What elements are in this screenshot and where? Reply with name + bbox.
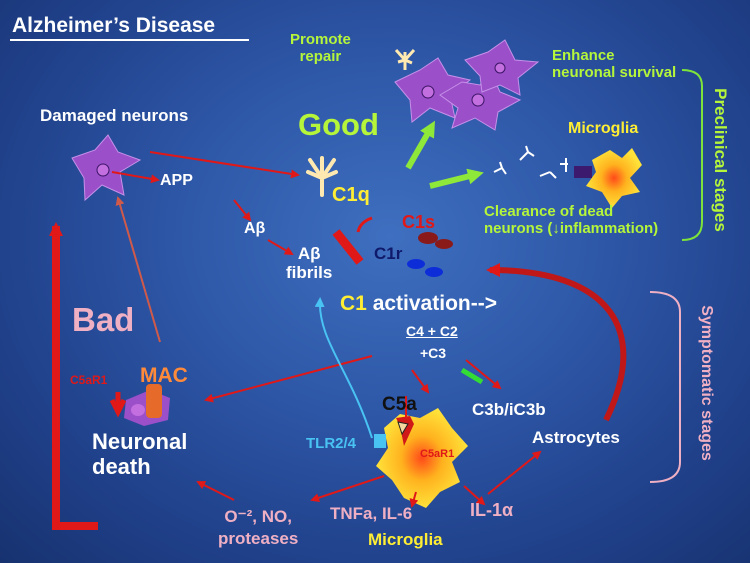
arrow-astrocytes-c1 <box>486 263 627 422</box>
label-promote-repair: Promote repair <box>290 31 351 65</box>
diagram-title: Alzheimer’s Disease <box>12 14 216 37</box>
symptomatic-bracket <box>649 291 681 483</box>
arrow-microglia-tnfa <box>409 491 419 508</box>
label-damaged-neurons: Damaged neurons <box>40 106 189 125</box>
label-c3: +C3 <box>420 345 447 361</box>
label-c3b: C3b/iC3b <box>472 400 546 419</box>
label-c1s: C1s <box>402 212 436 232</box>
c1s-blob-2 <box>435 239 453 249</box>
arrow-c4c2-c3 <box>411 369 430 394</box>
arrow-microglia-o2 <box>310 475 385 503</box>
label-clearance: Clearance of dead neurons (↓inflammation… <box>484 203 659 237</box>
label-mac: MAC <box>140 364 188 387</box>
label-c1r: C1r <box>374 244 403 263</box>
c3-inhibit-bar <box>460 367 484 385</box>
arrow-app-abeta <box>233 199 252 222</box>
arrow-c3-c3b <box>465 359 502 390</box>
label-c1-activation: C1 activation--> <box>340 292 497 316</box>
arrow-good-repair <box>405 120 435 170</box>
label-neuronal-death: Neuronal death <box>92 429 188 479</box>
label-tlr24: TLR2/4 <box>306 435 357 452</box>
c1r-blob-2 <box>425 267 443 277</box>
preclinical-bracket <box>681 69 703 241</box>
label-bad: Bad <box>72 301 135 338</box>
arrow-bad-cycle <box>49 222 98 530</box>
arrow-microglia-il1 <box>463 485 486 506</box>
microglia-top-icon <box>574 148 642 208</box>
label-microglia-bottom: Microglia <box>368 530 443 549</box>
label-il1a: IL-1α <box>470 500 514 520</box>
label-app: APP <box>160 172 193 189</box>
damaged-neuron-icon <box>71 134 142 202</box>
label-c4c2: C4 + C2 <box>406 323 458 339</box>
label-c1: C1 <box>340 292 367 315</box>
mac-pore-icon <box>109 384 170 426</box>
label-c1q: C1q <box>332 184 370 206</box>
arrow-abeta-fibrils <box>267 239 294 256</box>
c1q-icon <box>306 156 338 197</box>
arrow-tlr-fibrils <box>314 297 373 439</box>
label-o2-no-proteases: O⁻², NO, proteases <box>218 507 299 549</box>
label-astrocytes: Astrocytes <box>532 428 620 447</box>
label-abeta-fibrils: Aβ fibrils <box>286 244 333 283</box>
arrow-good-clearance <box>429 168 484 189</box>
label-activation: activation--> <box>366 292 497 315</box>
arrow-il1-astrocytes <box>487 450 542 495</box>
neuron-cluster-icon <box>394 39 540 131</box>
label-microglia-top: Microglia <box>568 120 639 137</box>
label-c5ar1-microglia: C5aR1 <box>420 448 455 460</box>
arrow-neuron-c1q <box>149 151 300 179</box>
c1r-blob <box>407 259 425 269</box>
arrow-c1-mac <box>204 355 373 403</box>
label-symptomatic-stages: Symptomatic stages <box>698 305 715 461</box>
c1q-fragments-icon <box>493 145 568 179</box>
label-c5a: C5a <box>382 394 417 415</box>
label-c5ar1-left: C5aR1 <box>70 373 108 387</box>
label-preclinical-stages: Preclinical stages <box>711 88 730 232</box>
c1-activation-curve <box>356 216 373 233</box>
label-good: Good <box>298 107 379 142</box>
label-tnfa-il6: TNFa, IL-6 <box>330 504 413 523</box>
label-enhance-survival: Enhance neuronal survival <box>552 47 677 81</box>
c1q-small-icon <box>394 48 416 70</box>
arrow-o2-death <box>196 481 235 501</box>
arrow-neuron-app <box>111 171 160 184</box>
label-abeta: Aβ <box>244 220 266 237</box>
c1s-blob <box>418 232 438 244</box>
arrow-mac-neurons <box>115 196 161 343</box>
c1-inhibit-bar <box>332 229 364 265</box>
microglia-bottom-icon <box>374 408 468 508</box>
